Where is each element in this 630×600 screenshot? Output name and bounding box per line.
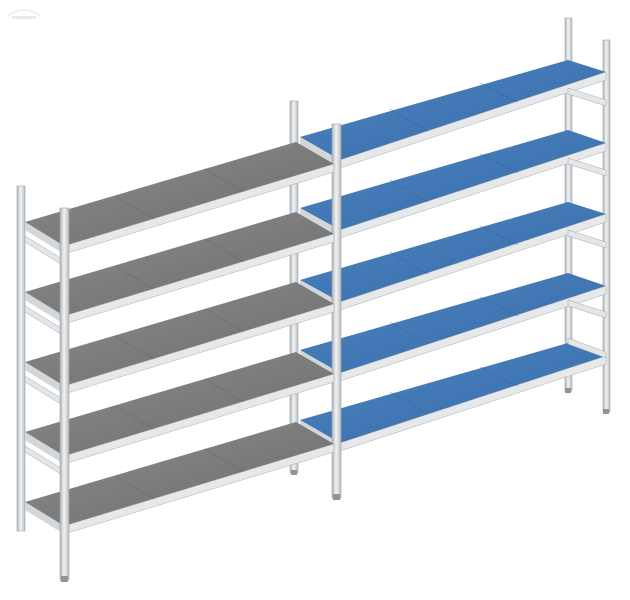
grey-shelf-1 xyxy=(25,142,335,255)
blue-side-rails xyxy=(567,87,607,359)
grey-shelf-5 xyxy=(25,422,335,535)
foot-front-left xyxy=(61,576,68,582)
blue-shelf-seams xyxy=(389,82,519,415)
grey-shelf-2 xyxy=(25,212,335,325)
foot-center-back xyxy=(291,470,297,475)
blue-shelving-unit xyxy=(300,17,611,452)
foot-center-front xyxy=(333,494,340,500)
upright-front-left-grey xyxy=(59,207,70,581)
foot-far-right xyxy=(603,409,609,414)
logo-watermark-icon xyxy=(7,9,41,19)
grey-shelf-seams xyxy=(114,168,245,500)
blue-shelf-2 xyxy=(300,130,607,239)
upright-back-left-grey xyxy=(16,185,26,532)
blue-shelf-1 xyxy=(300,60,607,169)
foot-back-right xyxy=(565,388,571,393)
grey-shelf-4 xyxy=(25,352,335,465)
grey-side-rails xyxy=(24,235,65,477)
grey-shelving-unit xyxy=(16,142,609,582)
